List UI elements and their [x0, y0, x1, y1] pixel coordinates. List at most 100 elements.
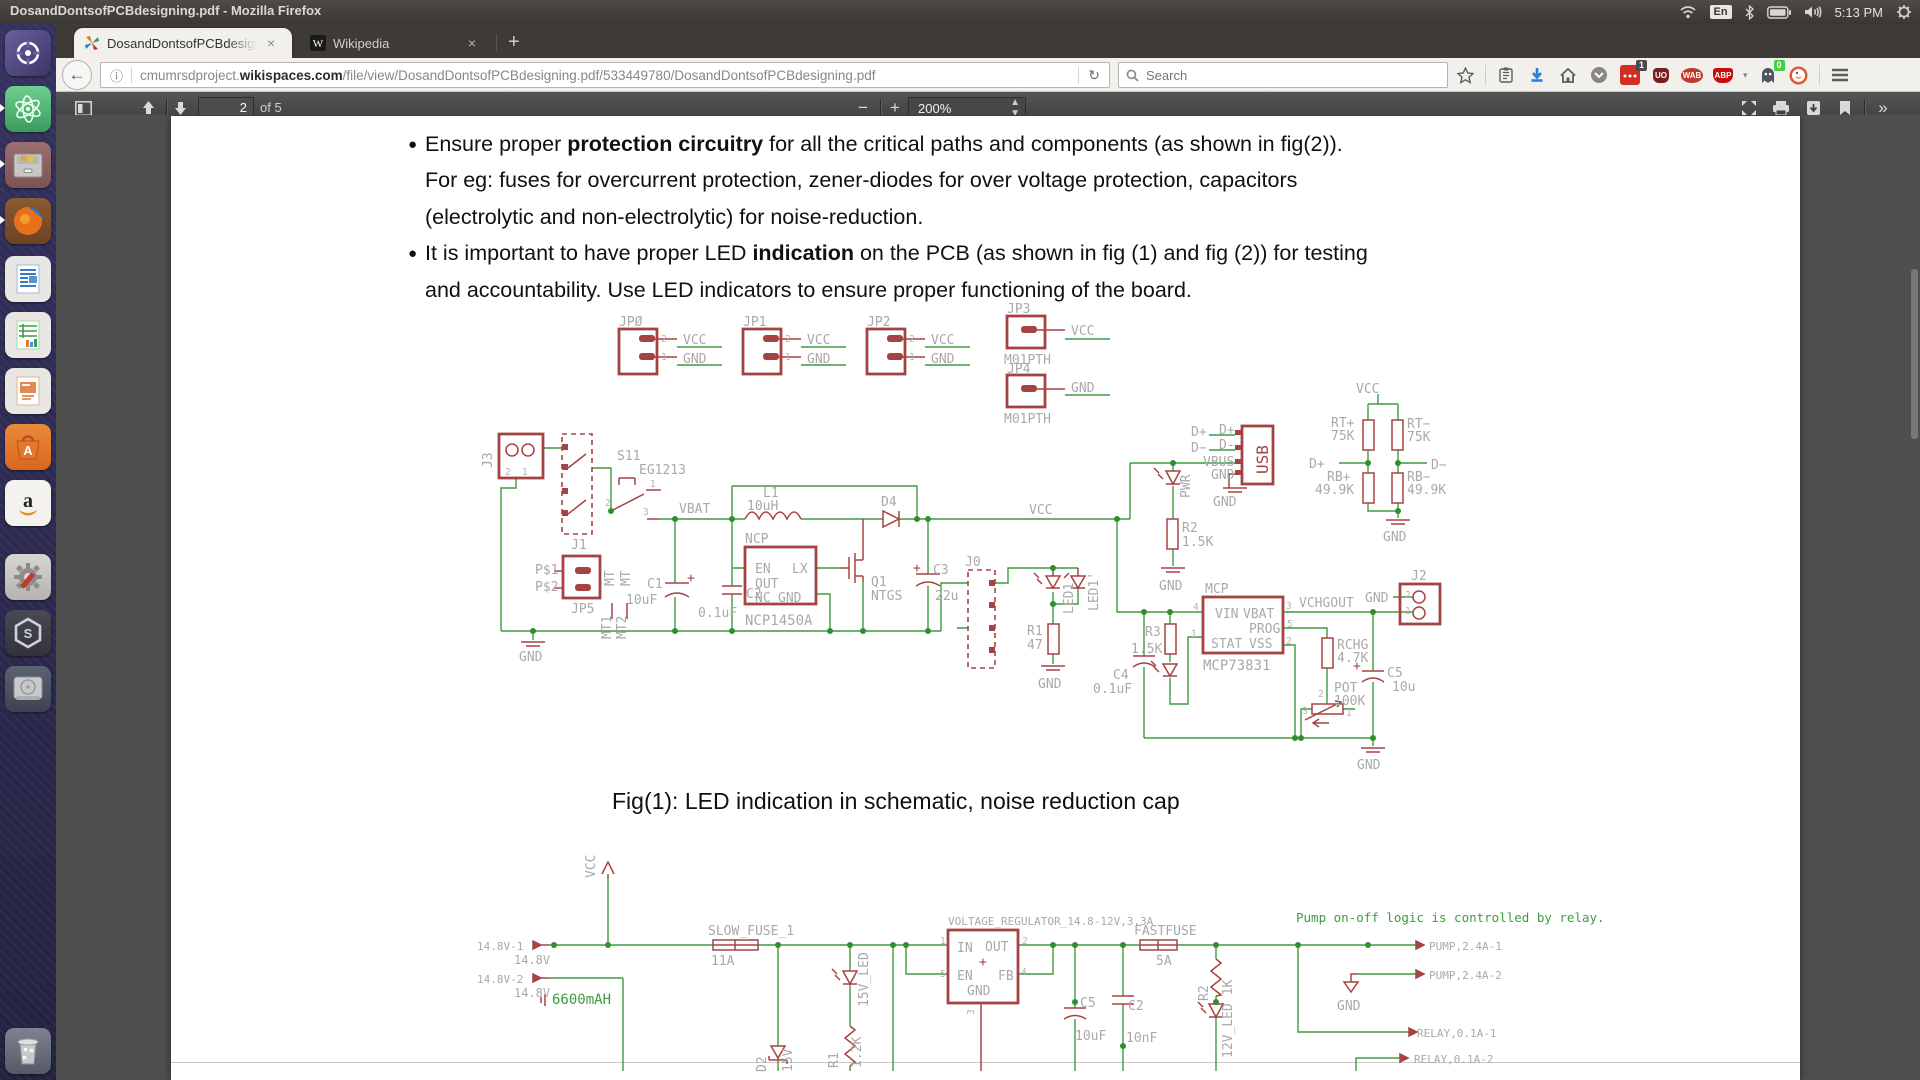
- schematic-label: EN: [755, 562, 771, 577]
- bluetooth-icon[interactable]: [1745, 5, 1754, 20]
- schematic-label: 49.9K: [1407, 483, 1446, 498]
- schematic-label: 14.8V-2: [477, 973, 523, 986]
- new-tab-button[interactable]: +: [508, 32, 520, 52]
- back-button[interactable]: ←: [62, 60, 92, 90]
- schematic-label: J0: [965, 555, 981, 570]
- wire-junction: [1295, 942, 1301, 948]
- bookmarks-menu-icon[interactable]: [1495, 64, 1517, 86]
- schematic-label: 3: [966, 1009, 977, 1015]
- toolbar-separator: [1819, 65, 1820, 85]
- schematic-label: MT: [603, 570, 618, 586]
- lastpass-badge: 1: [1636, 60, 1647, 71]
- schematic-label: GND: [778, 591, 802, 606]
- duckduckgo-icon[interactable]: [1788, 64, 1810, 86]
- url-bar[interactable]: ⓘ cmumrsdproject.wikispaces.com/file/vie…: [100, 62, 1110, 88]
- launcher-s-hexagon[interactable]: S: [5, 610, 51, 656]
- wire-junction: [1141, 609, 1147, 615]
- launcher-system-settings[interactable]: [5, 554, 51, 600]
- schematic-label: LX: [792, 562, 808, 577]
- pdf-page: ●Ensure proper protection circuitry for …: [171, 116, 1800, 1080]
- schematic-label: +: [1353, 659, 1361, 674]
- schematic-figure-2: VCC14.8V-114.8V14.8V-214.8V6600mAHSLOW_F…: [477, 855, 1605, 1072]
- schematic-label: GND: [1337, 999, 1361, 1014]
- schematic-label: LED1': [1087, 572, 1102, 611]
- pdf-viewer[interactable]: ●Ensure proper protection circuitry for …: [56, 115, 1920, 1080]
- tab-wikipedia[interactable]: W Wikipedia ×: [300, 28, 486, 58]
- launcher-libreoffice-calc[interactable]: [5, 312, 51, 358]
- wab-shield-icon[interactable]: WAB: [1681, 64, 1703, 86]
- schematic-label: JP2: [867, 315, 890, 330]
- wire-junction: [1365, 460, 1371, 466]
- launcher-files[interactable]: [5, 142, 51, 188]
- schematic-label: 0.1uF: [698, 606, 737, 621]
- svg-text:A: A: [23, 443, 33, 458]
- schematic-label: 49.9K: [1315, 483, 1354, 498]
- schematic-label: GND: [1159, 579, 1183, 594]
- tab-pdf[interactable]: DosandDontsofPCBdesigning.pdf ×: [74, 28, 292, 58]
- wire-junction: [1395, 460, 1401, 466]
- schematic-label: MCP: [1205, 582, 1229, 597]
- wire-junction: [847, 942, 853, 948]
- page-info-icon[interactable]: ⓘ: [110, 66, 123, 85]
- wire-junction: [827, 628, 833, 634]
- schematic-label: Pump on-off logic is controlled by relay…: [1296, 910, 1605, 925]
- abp-dropdown-caret[interactable]: ▾: [1743, 70, 1748, 81]
- home-icon[interactable]: [1557, 64, 1579, 86]
- clock[interactable]: 5:13 PM: [1835, 5, 1883, 20]
- tab-title: Wikipedia: [333, 36, 458, 51]
- launcher-libreoffice-impress[interactable]: [5, 368, 51, 414]
- schematic-label: 2: [909, 334, 915, 345]
- downloads-icon[interactable]: [1526, 64, 1548, 86]
- schematic-label: 5: [1287, 619, 1293, 630]
- keyboard-layout-indicator[interactable]: En: [1710, 5, 1732, 19]
- battery-icon[interactable]: [1767, 6, 1791, 19]
- schematic-label: 5A: [1156, 954, 1172, 969]
- wire-junction: [925, 628, 931, 634]
- bookmark-star-icon[interactable]: [1454, 64, 1476, 86]
- schematic-label: J3: [481, 452, 496, 468]
- lastpass-icon[interactable]: 1: [1619, 64, 1641, 86]
- schematic-label: JP1: [743, 315, 766, 330]
- tab-close-icon[interactable]: ×: [267, 35, 275, 51]
- system-tray[interactable]: En 5:13 PM: [1679, 0, 1912, 24]
- adblock-plus-icon[interactable]: ABP: [1712, 64, 1734, 86]
- launcher-firefox[interactable]: [5, 198, 51, 244]
- wire-junction: [890, 942, 896, 948]
- schematic-figure-1: JPØ21VCCGNDJP121VCCGNDJP221VCCGNDJP3VCCM…: [481, 302, 1447, 773]
- search-input[interactable]: [1146, 68, 1406, 83]
- schematic-label: R2: [1197, 985, 1212, 1001]
- schematic-label: GND: [1357, 758, 1381, 773]
- ublock-icon[interactable]: UO: [1650, 64, 1672, 86]
- wire-junction: [1072, 942, 1078, 948]
- launcher-amazon[interactable]: a: [5, 480, 51, 526]
- launcher-software-center[interactable]: A: [5, 424, 51, 470]
- viewer-scrollbar[interactable]: [1911, 119, 1918, 1075]
- launcher-trash[interactable]: [5, 1028, 51, 1074]
- scrollbar-thumb[interactable]: [1911, 269, 1918, 439]
- schematic-label: GND: [683, 352, 707, 367]
- pocket-icon[interactable]: [1588, 64, 1610, 86]
- menu-hamburger-icon[interactable]: [1829, 64, 1851, 86]
- schematic-label: 2: [1318, 689, 1324, 700]
- search-bar[interactable]: [1118, 62, 1448, 88]
- schematic-label: VCC: [931, 333, 954, 348]
- schematic-label: D4: [881, 495, 897, 510]
- launcher-libreoffice-writer[interactable]: [5, 256, 51, 302]
- svg-text:S: S: [24, 626, 33, 641]
- ghostery-icon[interactable]: 0: [1757, 64, 1779, 86]
- volume-icon[interactable]: [1804, 5, 1822, 19]
- schematic-label: GND: [931, 352, 955, 367]
- launcher-ubuntu-dash[interactable]: [5, 30, 51, 76]
- tab-close-icon[interactable]: ×: [468, 35, 476, 51]
- url-text[interactable]: cmumrsdproject.wikispaces.com/file/view/…: [140, 68, 1069, 83]
- wire-junction: [1298, 735, 1304, 741]
- reload-icon[interactable]: ↻: [1078, 67, 1100, 84]
- schematic-label: 15V_LED: [857, 952, 872, 1007]
- wire-junction: [530, 628, 536, 634]
- schematic-label: +: [979, 955, 987, 970]
- wifi-icon[interactable]: [1679, 5, 1697, 19]
- launcher-atom[interactable]: [5, 86, 51, 132]
- session-gear-icon[interactable]: [1896, 4, 1912, 20]
- launcher-disks[interactable]: [5, 666, 51, 712]
- schematic-label: JP4: [1007, 362, 1031, 377]
